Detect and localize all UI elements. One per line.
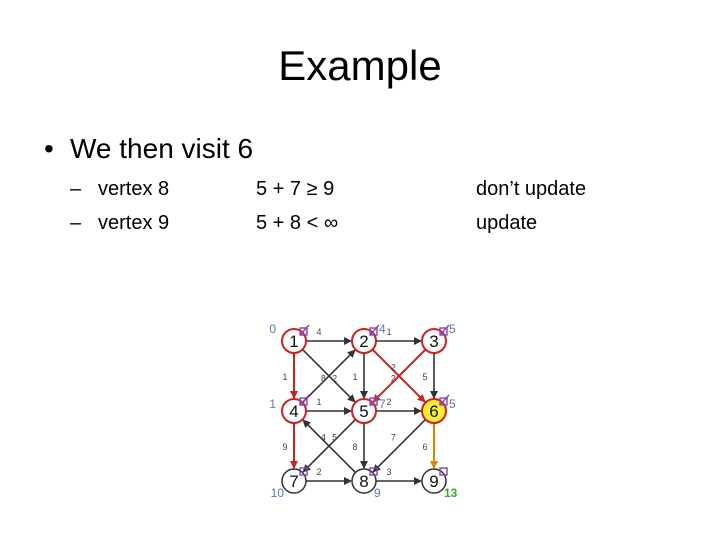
main-bullet: • We then visit 6: [44, 133, 253, 165]
decision-vertex-8: don’t update: [476, 178, 587, 200]
vertex-distance-5: 7: [379, 397, 386, 411]
edge-weight-1-4: 1: [282, 372, 287, 382]
edge-weight-5-7: 4: [321, 432, 326, 442]
edge-weight-2-6: 2: [391, 374, 396, 384]
edge-weight-7-8: 2: [316, 467, 321, 477]
vertex-label-4: 4: [289, 402, 298, 421]
edge-weight-8-4: 5: [332, 432, 337, 442]
edge-weight-5-6: 2: [386, 397, 391, 407]
vertex-check-2: [369, 324, 380, 336]
expression-vertex-8: 5 + 7 ≥ 9: [256, 178, 335, 200]
vertex-marker-1: [299, 327, 308, 336]
vertex-marker-3: [439, 327, 448, 336]
edge-weight-2-3: 1: [386, 327, 391, 337]
edge-4-2: [301, 349, 356, 404]
vertex-distance-2: 4: [379, 322, 386, 336]
sub-bullet-vertex-8: –vertex 8: [70, 178, 169, 201]
vertex-marker-9: [439, 467, 448, 476]
sub-marker: –: [70, 212, 82, 234]
vertex-distance-6: 5: [449, 397, 456, 411]
edge-weight-3-6: 5: [422, 372, 427, 382]
edge-weight-8-9: 3: [386, 467, 391, 477]
vertex-check-6: [439, 394, 450, 406]
decision-vertex-9: update: [476, 212, 538, 234]
vertex-distance-7: 10: [271, 486, 285, 500]
vertex-check-1: [299, 324, 310, 336]
edge-weight-4-5: 1: [316, 397, 321, 407]
vertex-distance-4: 1: [269, 397, 276, 411]
sub-marker: –: [70, 178, 82, 200]
vertex-distance-1: 0: [269, 322, 276, 336]
edge-weight-5-8: 8: [352, 442, 357, 452]
expression-vertex-9: 5 + 8 < ∞: [256, 212, 339, 234]
bullet-text: We then visit 6: [70, 133, 254, 164]
vertex-label-7: 7: [289, 472, 298, 491]
edge-weight-1-2: 4: [316, 327, 321, 337]
edge-weight-3-5: 2: [391, 362, 396, 372]
vertex-label-5: 5: [359, 402, 368, 421]
edge-weight-6-8: 7: [391, 432, 396, 442]
sub-label: vertex 8: [98, 178, 170, 200]
slide-title: Example: [278, 42, 442, 89]
vertex-label-2: 2: [359, 332, 368, 351]
vertex-label-3: 3: [429, 332, 438, 351]
vertex-marker-5: [369, 397, 378, 406]
edge-weight-1-5: 8: [321, 374, 326, 384]
vertex-check-4: [299, 394, 310, 406]
edge-weight-2-5: 1: [352, 372, 357, 382]
bullet-marker: •: [44, 133, 54, 164]
vertex-marker-7: [299, 467, 308, 476]
sub-bullet-vertex-9: –vertex 9: [70, 212, 169, 235]
vertex-marker-6: [439, 397, 448, 406]
vertex-check-3: [439, 324, 450, 336]
vertex-label-1: 1: [289, 332, 298, 351]
edge-weight-4-7: 9: [282, 442, 287, 452]
vertex-distance-9: 13: [444, 486, 458, 500]
vertex-marker-2: [369, 327, 378, 336]
edge-6-8: [372, 418, 427, 473]
vertex-marker-8: [369, 467, 378, 476]
edge-3-5: [372, 348, 427, 403]
vertex-distance-8: 9: [374, 486, 381, 500]
edge-weight-6-9: 6: [422, 442, 427, 452]
vertex-label-9: 9: [429, 472, 438, 491]
vertex-distance-3: 5: [449, 322, 456, 336]
edge-8-4: [302, 419, 357, 474]
vertex-label-8: 8: [359, 472, 368, 491]
sub-label: vertex 9: [98, 212, 170, 234]
vertex-check-5: [369, 394, 380, 406]
vertex-marker-4: [299, 397, 308, 406]
edge-weight-4-2: 2: [332, 374, 337, 384]
vertex-label-6: 6: [429, 402, 438, 421]
